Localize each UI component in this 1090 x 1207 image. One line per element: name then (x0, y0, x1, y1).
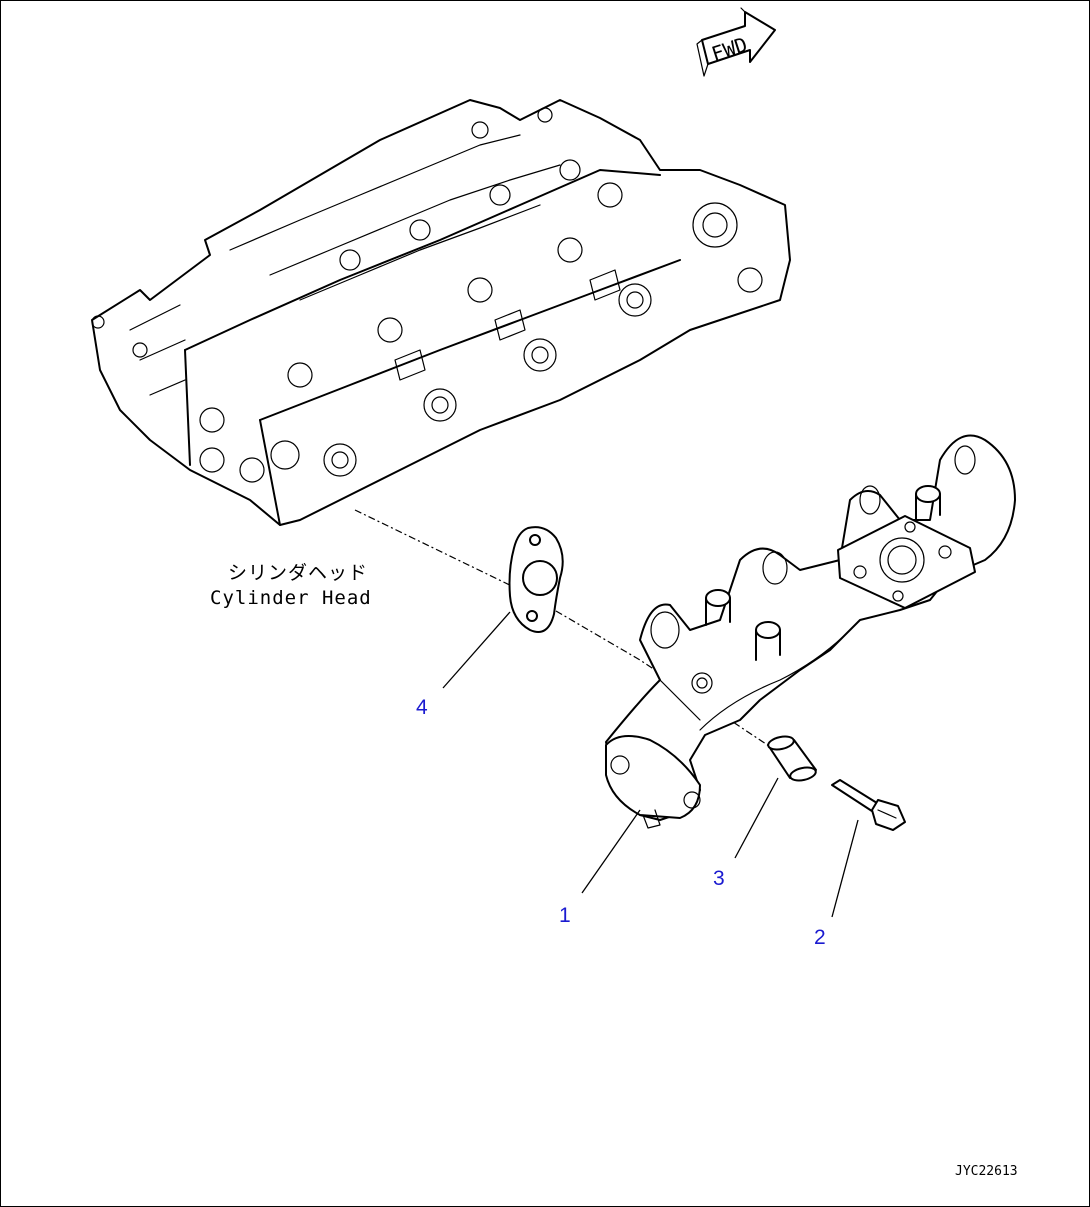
cylinder-head-label-jp: シリンダヘッド (228, 562, 368, 584)
leader-line-3 (734, 777, 779, 859)
exhaust-manifold-part (605, 434, 1016, 829)
fwd-arrow-icon: FWD (696, 7, 776, 77)
bolt-part (831, 779, 906, 831)
sleeve-part (767, 735, 817, 782)
cylinder-head-label-en: Cylinder Head (210, 587, 372, 609)
assembly-center-line (354, 509, 791, 761)
leader-line-4 (442, 611, 511, 689)
callout-1: 1 (559, 904, 571, 927)
fwd-label: FWD (709, 32, 751, 66)
callout-2: 2 (814, 926, 826, 949)
gasket-part (508, 526, 564, 633)
leader-line-1 (581, 809, 641, 894)
leader-line-2 (831, 819, 859, 918)
cylinder-head (91, 99, 791, 526)
drawing-code: JYC22613 (955, 1164, 1018, 1179)
callout-3: 3 (713, 867, 725, 890)
callout-4: 4 (416, 696, 428, 719)
